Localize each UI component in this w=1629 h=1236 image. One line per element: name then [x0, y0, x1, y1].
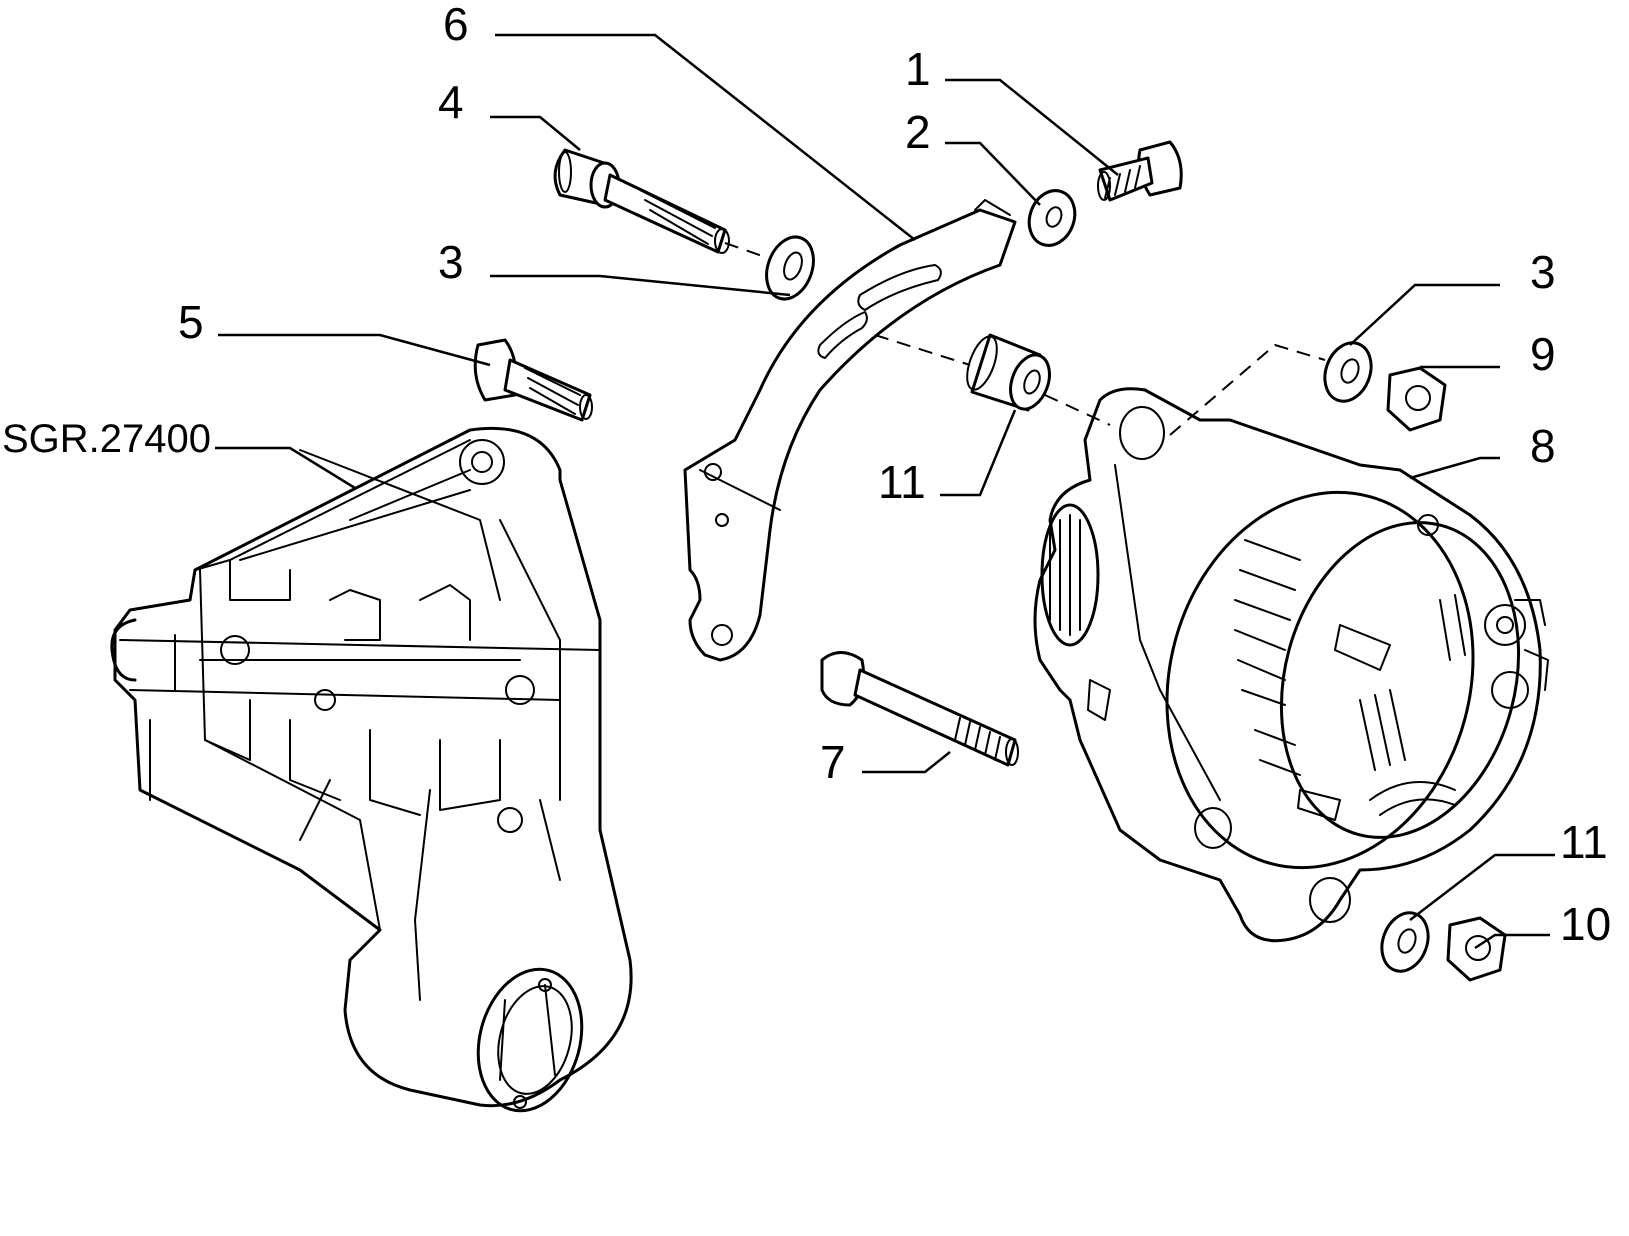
callout-2: 2 — [905, 106, 931, 158]
callout-4: 4 — [438, 76, 464, 128]
callout-1: 1 — [905, 43, 931, 95]
engine-support-bracket — [110, 426, 633, 1113]
callout-11-upper: 11 — [878, 456, 926, 508]
callout-11-lower: 11 — [1560, 816, 1608, 868]
callout-7: 7 — [820, 736, 846, 788]
alternator-8 — [1033, 387, 1549, 943]
callout-6: 6 — [443, 0, 469, 50]
washer-3-left — [765, 235, 815, 301]
washer-3-right — [1323, 341, 1373, 403]
callout-9: 9 — [1530, 328, 1556, 380]
callout-8: 8 — [1530, 420, 1556, 472]
spacer-11-upper — [966, 333, 1051, 412]
callout-10: 10 — [1560, 898, 1611, 950]
bolt-1 — [1097, 140, 1183, 202]
nut-10 — [1446, 916, 1507, 982]
callout-labels: 6 1 2 4 3 5 SGR.27400 11 7 3 9 8 11 10 — [2, 0, 1611, 950]
callout-3-left: 3 — [438, 236, 464, 288]
washer-11-lower — [1380, 911, 1430, 973]
assembly-axis-lines — [724, 242, 1326, 436]
nut-9 — [1386, 366, 1447, 432]
bolt-4 — [553, 148, 730, 254]
bolt-7 — [820, 651, 1019, 767]
reference-code: SGR.27400 — [2, 417, 211, 461]
callout-5: 5 — [178, 296, 204, 348]
adjusting-strap-6 — [683, 199, 1017, 662]
leader-lines — [215, 33, 1555, 950]
callout-3-right: 3 — [1530, 246, 1556, 298]
bolt-5 — [473, 338, 593, 422]
